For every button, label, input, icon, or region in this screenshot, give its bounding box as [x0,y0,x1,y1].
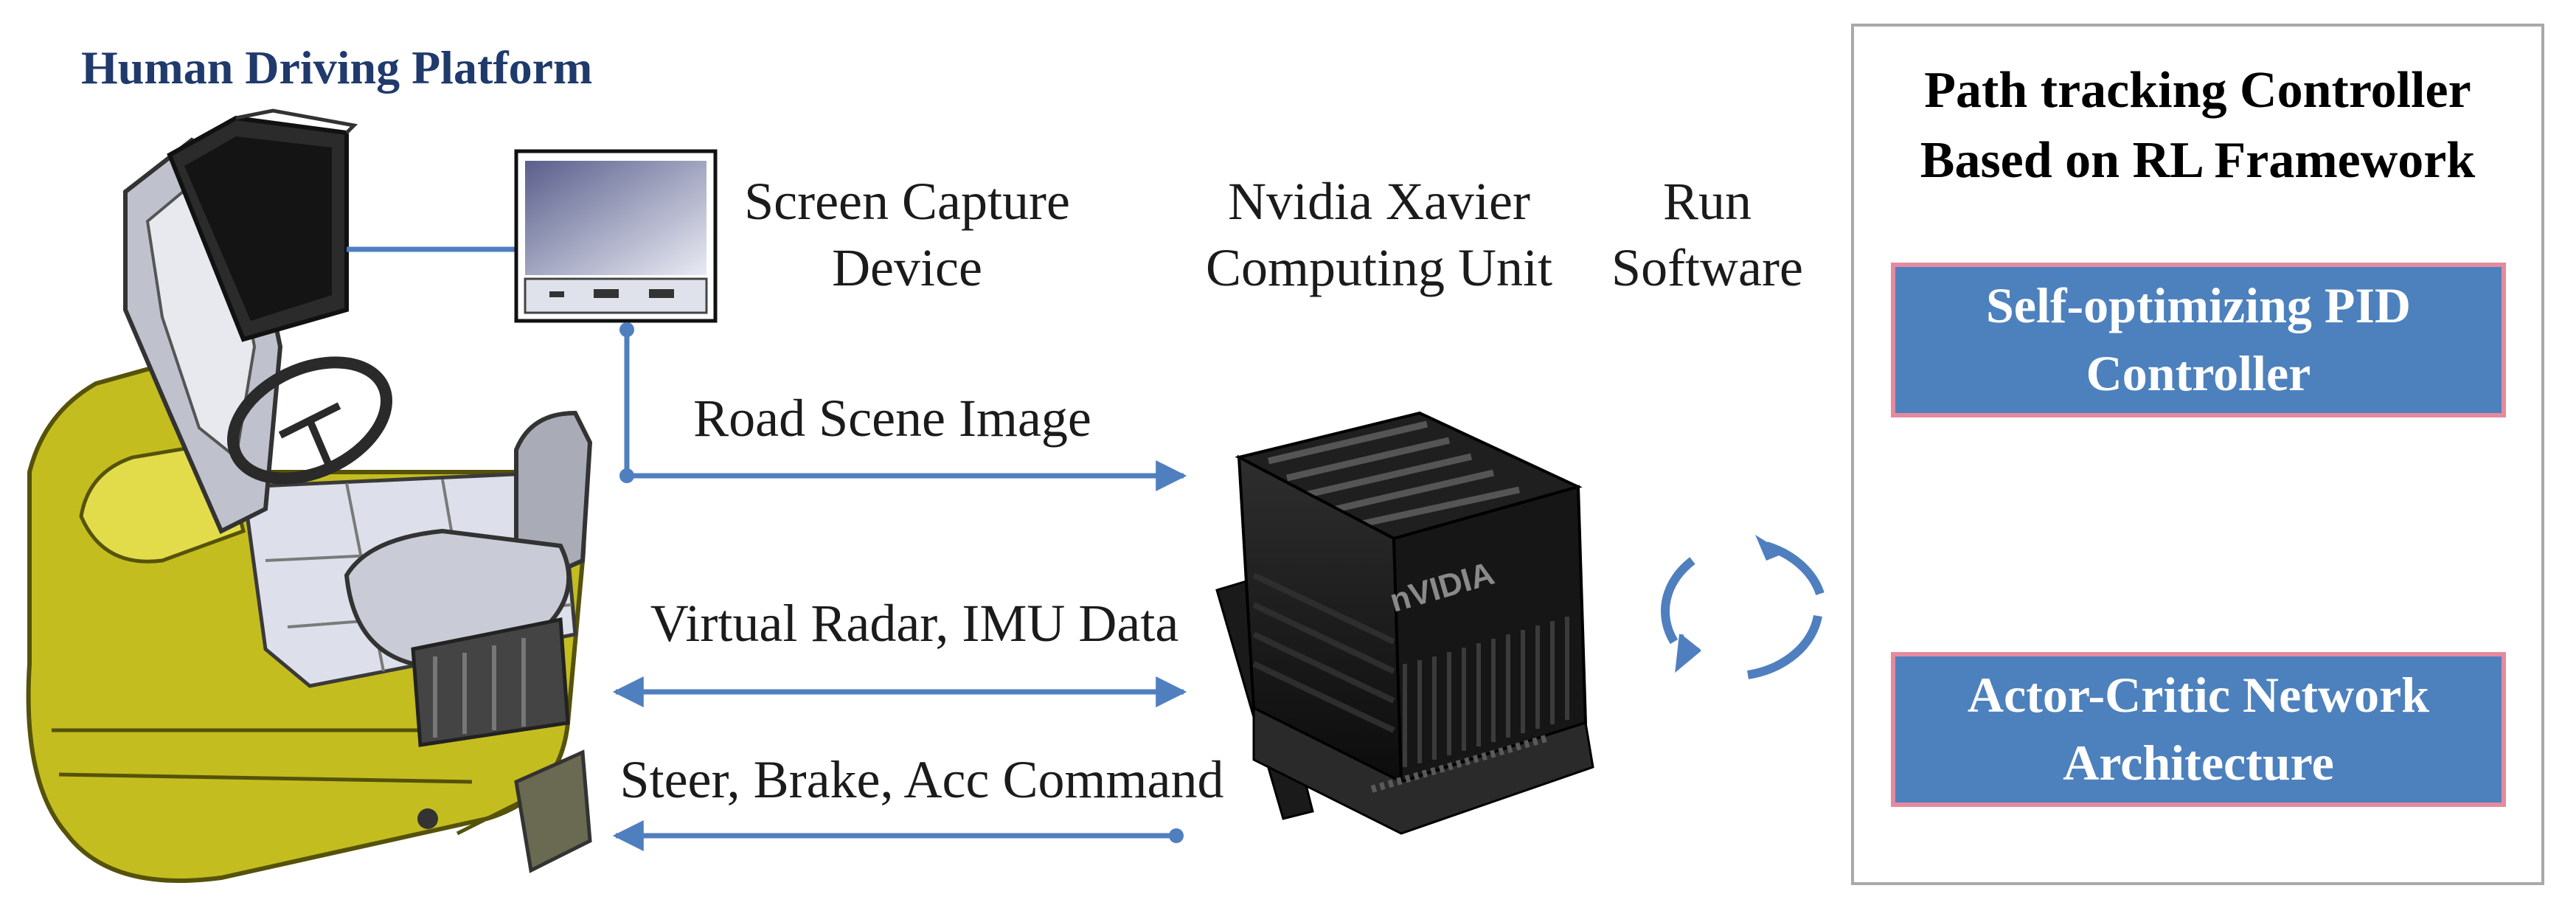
radar-imu-label: Virtual Radar, IMU Data [650,594,1179,653]
nvidia-unit-label: Nvidia Xavier Computing Unit [1205,172,1553,297]
road-scene-label: Road Scene Image [693,389,1091,448]
platform-title: Human Driving Platform [81,41,593,94]
nvidia-xavier-unit-icon: nVIDIA [1215,411,1594,835]
panel-title: Path tracking Controller Based on RL Fra… [1920,62,2476,189]
screen-capture-device-icon [514,149,718,323]
driving-platform-illustration [26,108,593,883]
steer-command-label: Steer, Brake, Acc Command [619,750,1224,809]
run-software-label: Run Software [1611,172,1803,297]
run-loop-arrows-icon [1661,535,1825,679]
actor-critic-label: Actor-Critic Network Architecture [1967,667,2430,791]
pid-controller-label: Self-optimizing PID Controller [1985,277,2412,401]
pid-controller-box: Self-optimizing PID Controller [1891,263,2506,417]
screen-capture-label: Screen Capture Device [744,172,1070,297]
rl-controller-panel: Path tracking Controller Based on RL Fra… [1851,24,2544,885]
actor-critic-box: Actor-Critic Network Architecture [1891,652,2506,807]
